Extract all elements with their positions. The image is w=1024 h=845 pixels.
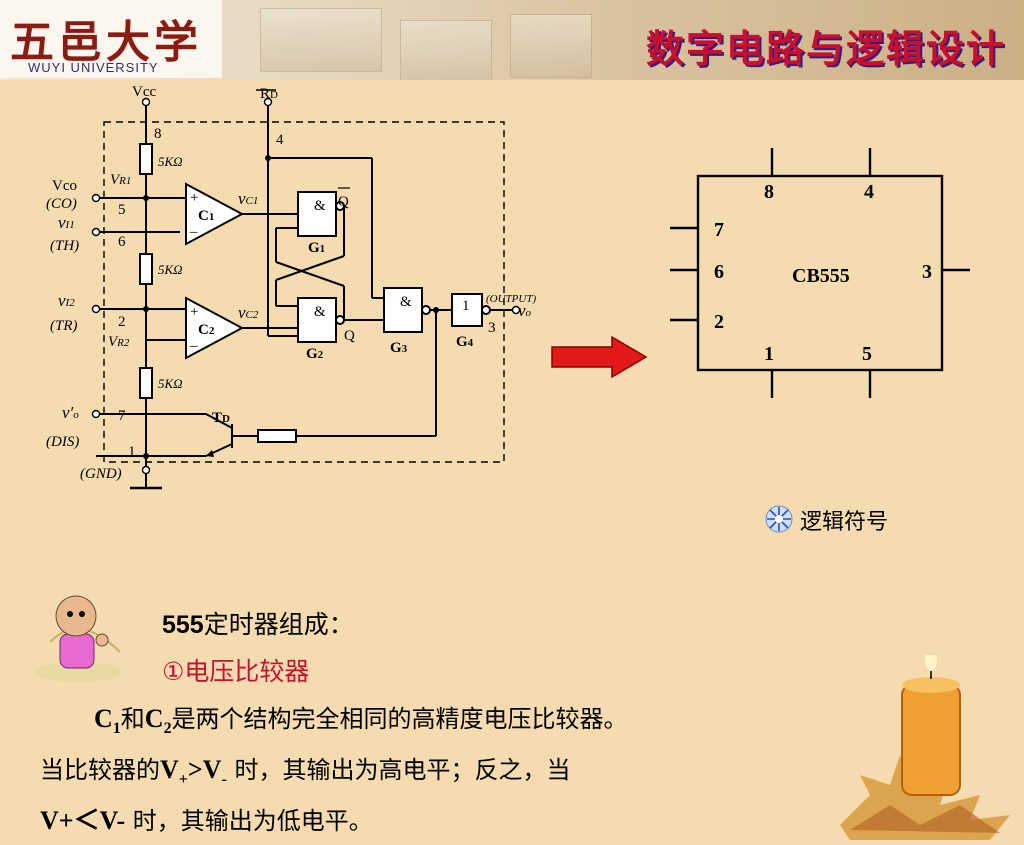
c1-plus: +: [190, 190, 198, 206]
pin-6-label: 6: [118, 234, 126, 250]
c1-label: C1: [198, 208, 214, 224]
q-label: Q: [344, 328, 355, 344]
chip-pin-1: 1: [764, 343, 774, 365]
qbar-label: Q: [338, 194, 349, 210]
c1-minus: –: [189, 224, 198, 240]
chip-pin-8: 8: [764, 181, 774, 203]
logo-english: WUYI UNIVERSITY: [28, 60, 159, 75]
section-heading: 555定时器组成：: [162, 610, 354, 639]
flower-bullet-icon: [765, 505, 793, 533]
red-arrow-icon: [551, 335, 648, 379]
pin-5-label: 5: [118, 202, 126, 218]
vcc-label: Vcc: [132, 84, 156, 100]
vi2-label: vI2: [58, 291, 75, 310]
pin-4-label: 4: [276, 132, 284, 148]
g3-label: G3: [390, 340, 408, 356]
cb555-logic-symbol: 8 4 7 6 2 3 1 5 CB555: [670, 148, 970, 398]
candle-icon: [840, 655, 1010, 840]
co-label: (CO): [46, 196, 77, 212]
logo-chinese: 五邑大学: [10, 17, 202, 68]
course-title: 数字电路与逻辑设计: [645, 27, 1006, 71]
vr1-label: VR1: [110, 172, 131, 188]
g2-and-symbol: &: [314, 304, 326, 320]
td-label: TD: [212, 410, 230, 426]
section-subheading: ①电压比较器: [162, 657, 310, 686]
resistor-2-label: 5KΩ: [158, 262, 183, 277]
c2-label: C2: [198, 322, 215, 338]
g1-label: G1: [308, 240, 325, 256]
chip-name: CB555: [792, 265, 850, 287]
g3-and-symbol: &: [400, 294, 412, 310]
dis-label: (DIS): [46, 434, 79, 450]
vo-prime-label: v′o: [62, 403, 79, 422]
g4-one-symbol: 1: [462, 298, 470, 314]
pin-7-label: 7: [118, 408, 126, 424]
output-label: (OUTPUT): [486, 293, 536, 305]
vi1-label: vI1: [58, 213, 75, 232]
chip-pin-6: 6: [714, 261, 724, 283]
professor-icon: [34, 595, 122, 682]
paragraph-line-3: V+＜V- 时，其输出为低电平。: [40, 805, 373, 835]
chip-pin-7: 7: [714, 219, 724, 241]
timer-555-circuit: Vcc RD 8 4 5KΩ 5KΩ 5KΩ Vco (CO) 5 VR1 vI…: [46, 84, 536, 490]
g4-label: G4: [456, 334, 474, 350]
paragraph-line-2: 当比较器的V+>V- 时，其输出为高电平；反之，当: [40, 754, 571, 788]
c2-plus: +: [190, 304, 198, 320]
pin-1-label: 1: [128, 444, 136, 460]
tr-label: (TR): [50, 318, 78, 334]
chip-pin-5: 5: [862, 343, 872, 365]
pin-8-label: 8: [154, 126, 162, 142]
vc1-label: vC1: [238, 189, 258, 208]
resistor-1-label: 5KΩ: [158, 154, 183, 169]
vc2-label: vC2: [238, 303, 259, 322]
g1-and-symbol: &: [314, 198, 326, 214]
paragraph-line-1: C1和C2是两个结构完全相同的高精度电压比较器。: [94, 704, 628, 737]
pin-2-label: 2: [118, 314, 126, 330]
chip-pin-3: 3: [922, 261, 932, 283]
description-paragraph: C1和C2是两个结构完全相同的高精度电压比较器。 当比较器的V+>V- 时，其输…: [40, 698, 860, 842]
gnd-label: (GND): [80, 466, 122, 482]
pin-3-label: 3: [488, 320, 496, 336]
chip-pin-4: 4: [864, 181, 874, 203]
c2-minus: –: [189, 338, 198, 354]
university-logo: 五邑大学 WUYI UNIVERSITY: [0, 0, 222, 78]
slide-content: Vcc RD 8 4 5KΩ 5KΩ 5KΩ Vco (CO) 5 VR1 vI…: [0, 80, 1024, 840]
logic-symbol-caption: 逻辑符号: [800, 510, 889, 535]
rd-label: RD: [260, 86, 278, 102]
vo-label: vo: [518, 301, 532, 320]
th-label: (TH): [50, 238, 79, 254]
vco-label: Vco: [52, 178, 77, 194]
header-banner: 五邑大学 WUYI UNIVERSITY 数字电路与逻辑设计: [0, 0, 1024, 80]
g2-label: G2: [306, 346, 324, 362]
chip-pin-2: 2: [714, 311, 724, 333]
resistor-3-label: 5KΩ: [158, 376, 183, 391]
vr2-label: VR2: [108, 334, 130, 350]
